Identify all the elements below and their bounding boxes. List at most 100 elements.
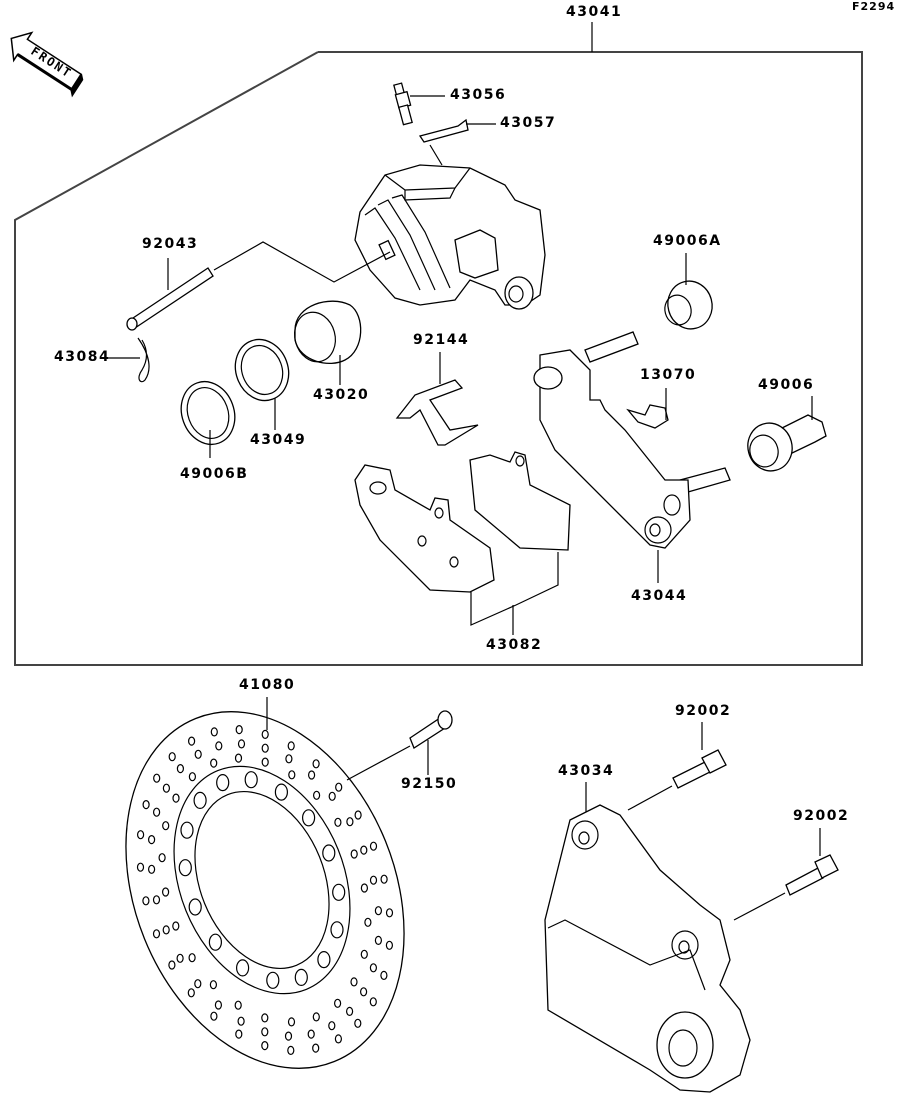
mount-bolt-upper-part [627,722,727,811]
disc-drill-hole [162,783,170,793]
disc-drill-hole [284,1031,293,1041]
label-disc-bolt: 92150 [401,776,458,792]
disc-mount-hole [332,883,346,901]
disc-drill-hole [380,970,388,981]
disc-drill-hole [214,1000,222,1010]
caliper-bracket-part [533,331,731,583]
disc-drill-hole [162,887,170,897]
disc-drill-hole [369,875,378,885]
disc-drill-hole [210,1011,218,1021]
label-pad-spring: 92144 [413,332,470,348]
bleeder-valve-part [393,82,445,126]
brake-pads-part [354,451,571,635]
disc-drill-hole [194,979,202,989]
disc-drill-hole [235,1029,243,1039]
disc-drill-hole [235,724,243,735]
brake-disc-part [125,697,405,1069]
disc-mount-hole [193,791,207,810]
label-piston-seal: 43049 [250,432,307,448]
disc-drill-hole [172,921,180,931]
label-piston: 43020 [313,387,370,403]
disc-drill-hole [369,841,378,851]
piston-part [294,300,362,385]
label-assembly: 43041 [566,4,623,20]
boot-a-part [664,253,713,330]
disc-drill-hole [374,935,382,946]
disc-mount-hole [302,809,316,827]
disc-drill-hole [162,925,170,935]
disc-drill-hole [288,770,296,780]
boot-b-part [747,396,827,472]
disc-drill-hole [168,960,176,970]
disc-drill-hole [364,917,372,927]
disc-drill-hole [334,998,342,1008]
disc-drill-hole [209,980,217,990]
mount-bolt-lower-part [733,828,839,921]
disc-drill-hole [158,853,166,863]
disc-drill-hole [148,834,156,845]
disc-drill-hole [237,1016,245,1026]
disc-drill-hole [261,743,269,753]
disc-drill-hole [188,772,196,782]
label-boot-b: 49006 [758,377,815,393]
label-bleeder-valve: 43056 [450,87,507,103]
label-dust-seal: 49006B [180,466,249,482]
disc-mount-hole [188,898,202,916]
disc-drill-hole [261,729,269,740]
pin-clip-part [108,337,150,383]
disc-drill-hole [385,940,393,950]
piston-seal-part [234,338,290,430]
disc-drill-hole [188,953,196,963]
disc-mount-hole [216,773,230,792]
disc-drill-hole [380,874,388,884]
disc-drill-hole [153,773,161,783]
disc-drill-hole [137,830,145,840]
disc-drill-hole [334,1034,342,1044]
disc-drill-hole [261,757,269,767]
label-boot-a: 49006A [653,233,722,249]
disc-drill-hole [210,727,218,737]
disc-drill-hole [346,1006,354,1017]
disc-drill-hole [350,977,358,987]
disc-drill-hole [360,987,368,997]
disc-drill-hole [287,741,295,751]
disc-drill-hole [261,1027,269,1037]
front-direction-arrow-icon [10,31,84,98]
disc-drill-hole [346,817,354,827]
label-caliper-holder: 43034 [558,763,615,779]
label-brake-pads: 43082 [486,637,543,653]
disc-drill-hole [285,754,293,764]
disc-drill-hole [360,883,368,893]
disc-drill-hole [188,736,196,746]
disc-drill-hole [308,770,316,780]
disc-drill-hole [187,988,195,998]
label-mount-bolt-lower: 92002 [793,808,850,824]
disc-mount-hole [180,821,194,839]
label-pad-clip: 13070 [640,367,697,383]
disc-drill-hole [360,845,368,855]
label-bleeder-cap: 43057 [500,115,557,131]
disc-drill-hole [210,758,218,768]
disc-drill-hole [307,1029,315,1039]
disc-drill-hole [335,782,343,792]
disc-drill-hole [142,799,150,810]
disc-drill-hole [369,963,377,973]
disc-drill-hole [312,759,320,769]
disc-drill-hole [153,807,161,817]
caliper-holder-part [544,782,751,1093]
disc-mount-hole [178,859,192,877]
disc-drill-hole [385,908,394,918]
disc-drill-hole [354,810,362,820]
assembly-frame [14,22,863,666]
disc-drill-hole [261,1013,269,1023]
disc-drill-hole [194,749,202,759]
disc-drill-hole [152,929,161,939]
dust-seal-part [180,380,236,458]
pad-spring-part [395,352,479,446]
disc-drill-hole [172,793,180,803]
disc-drill-hole [350,849,358,859]
disc-drill-hole [168,752,176,762]
label-pin-clip: 43084 [54,349,111,365]
disc-drill-hole [334,817,342,827]
